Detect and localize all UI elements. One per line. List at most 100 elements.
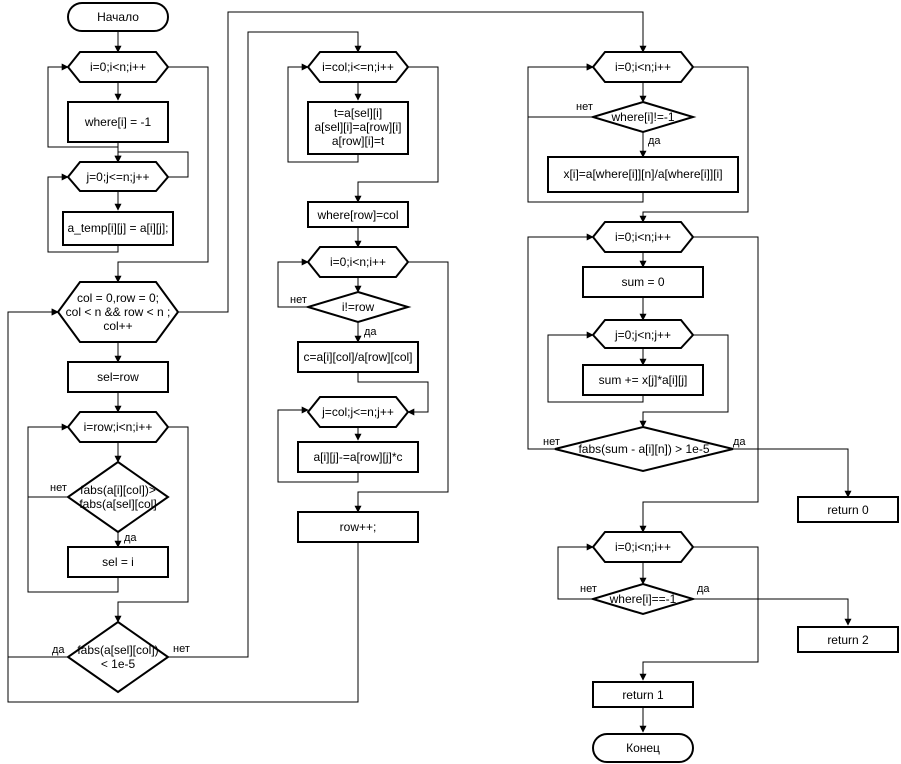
sum-add-label: sum += x[j]*a[i][j] — [599, 373, 688, 387]
edge-eps-no — [168, 31, 362, 658]
swap-label-3: a[row][i]=t — [332, 134, 385, 148]
edge-copy-back — [47, 173, 119, 253]
calc-c-box — [297, 341, 419, 373]
sum-add-box — [582, 364, 704, 396]
where-init-box — [67, 101, 169, 143]
loop-i-check-shape — [591, 221, 695, 253]
sub-row-box — [297, 441, 419, 473]
main-loop-label-2: col < n && row < n ; — [66, 305, 171, 319]
edge-labels: нет да да нет нет да нет да нет да нет д… — [50, 101, 746, 656]
loop-i-elim-shape — [306, 246, 410, 278]
where-row-label: where[row]=col — [316, 208, 398, 222]
sum-zero-box — [582, 266, 704, 298]
loop-i-inf-shape — [591, 531, 695, 563]
edge-where-back — [47, 63, 118, 148]
loop-i-x-label: i=0;i<n;i++ — [615, 60, 671, 74]
sel-row-box — [67, 361, 169, 393]
ret2-label: return 2 — [827, 633, 869, 647]
where-eq-no-label: нет — [580, 583, 597, 595]
cmp-abs-no-label: нет — [50, 482, 67, 494]
calc-x-box — [547, 156, 739, 193]
ret0-label: return 0 — [827, 503, 869, 517]
edge-rowinc-back — [7, 308, 359, 703]
edge-fabs-no — [527, 233, 594, 450]
cond-fabs-sum-label: fabs(sum - a[i][n]) > 1e-5 — [578, 442, 709, 456]
edge-loopj-exit — [114, 151, 189, 178]
cmp-abs-diamond — [66, 460, 170, 534]
edge-loopcol-exit — [354, 66, 439, 203]
loop-i-elim-label: i=0;i<n;i++ — [330, 255, 386, 269]
edge-seli-back — [27, 423, 119, 593]
cmp-eps-no-label: нет — [173, 643, 190, 655]
fabs-sum-no-label: нет — [543, 436, 560, 448]
edge-calcx-back — [527, 63, 644, 203]
calc-x-label: x[i]=a[where[i]][n]/a[where[i]][i] — [563, 167, 722, 181]
loop-i-init-shape — [66, 51, 170, 83]
sel-i-label: sel = i — [102, 555, 134, 569]
row-inc-label: row++; — [340, 520, 377, 534]
loop-i-init-label: i=0;i<n;i++ — [90, 60, 146, 74]
cond-where-ne-label: where[i]!=-1 — [610, 110, 674, 124]
edge-fabs-yes — [733, 448, 852, 498]
row-inc-box — [297, 511, 419, 543]
edge-loopinf-exit — [639, 546, 759, 681]
edges — [7, 11, 852, 733]
where-ne-no-label: нет — [576, 101, 593, 113]
main-loop-label-3: col++ — [103, 319, 132, 333]
loop-j-copy-label: j=0;j<=n;j++ — [85, 170, 149, 184]
cmp-eps-yes-label: да — [52, 644, 65, 656]
edge-cond-no — [277, 258, 309, 308]
i-row-yes-label: да — [364, 326, 377, 338]
shapes — [56, 2, 899, 763]
ret0-box — [797, 496, 899, 523]
edge-add-back — [547, 331, 644, 403]
ret1-label: return 1 — [622, 688, 664, 702]
swap-box — [307, 101, 409, 155]
loop-i-x-shape — [591, 51, 695, 83]
edge-condeq-no — [557, 543, 594, 600]
edge-loop-exit — [114, 66, 209, 283]
where-row-box — [307, 201, 409, 228]
node-labels: Начало i=0;i<n;i++ where[i] = -1 j=0;j<=… — [66, 10, 869, 755]
cmp-eps-label-1: fabs(a[sel][col]) — [77, 643, 158, 657]
cond-where-eq-diamond — [589, 582, 697, 616]
cond-fabs-sum-diamond — [554, 425, 734, 473]
edge-sub-back — [277, 406, 359, 483]
edge-loopcheck-exit — [639, 236, 759, 533]
edge-swap-back — [287, 63, 359, 163]
loop-j-sum-label: j=0;j<n;j++ — [614, 328, 671, 342]
cmp-eps-label-2: < 1e-5 — [101, 657, 136, 671]
cmp-eps-diamond — [66, 620, 170, 694]
fabs-sum-yes-label: да — [733, 436, 746, 448]
where-ne-yes-label: да — [648, 135, 661, 147]
cmp-abs-label-2: fabs(a[sel][col] — [79, 497, 156, 511]
loop-i-check-label: i=0;i<n;i++ — [615, 230, 671, 244]
main-loop-shape — [56, 281, 180, 343]
loop-i-row-shape — [66, 411, 170, 443]
ret1-box — [592, 681, 694, 708]
edge-loopx-exit — [639, 66, 749, 223]
edge-loopj-exit2 — [639, 334, 729, 428]
start-terminal — [67, 2, 169, 32]
edge-loop-exit2 — [354, 261, 449, 513]
cond-where-ne-diamond — [589, 100, 697, 134]
end-label: Конец — [626, 741, 660, 755]
ret2-box — [797, 626, 899, 653]
start-label: Начало — [97, 10, 139, 24]
where-init-label: where[i] = -1 — [84, 115, 152, 129]
loop-j-col-label: j=col;j<=n;j++ — [321, 405, 394, 419]
edge-calc-loopj — [357, 372, 429, 416]
sub-row-label: a[i][j]-=a[row][j]*c — [313, 450, 402, 464]
end-terminal — [592, 733, 694, 763]
loop-i-col-label: i=col;i<=n;i++ — [322, 60, 394, 74]
sel-i-box — [67, 546, 169, 578]
copy-assign-box — [62, 211, 174, 246]
main-loop-label-1: col = 0,row = 0; — [77, 291, 159, 305]
i-row-no-label: нет — [290, 294, 307, 306]
cond-i-row-label: i!=row — [342, 300, 375, 314]
loop-i-col-shape — [306, 51, 410, 83]
loop-j-copy-shape — [66, 161, 170, 192]
where-eq-yes-label: да — [697, 583, 710, 595]
loop-j-col-shape — [306, 396, 410, 428]
